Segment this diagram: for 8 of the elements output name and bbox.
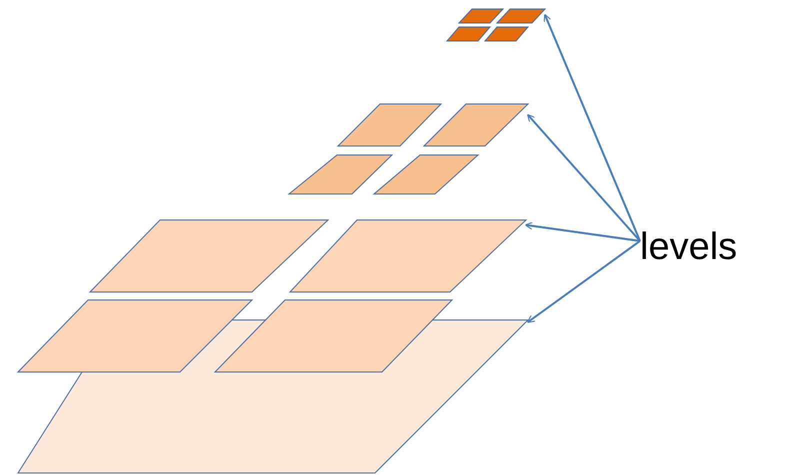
- arrow: [544, 14, 641, 242]
- grid-level-drawing: [446, 8, 546, 42]
- label-text: levels: [640, 228, 738, 266]
- grid-level-drawing: [288, 104, 530, 194]
- arrow: [527, 114, 641, 242]
- arrow: [524, 222, 640, 242]
- grid-level-drawing: [16, 220, 528, 372]
- arrow: [526, 240, 641, 323]
